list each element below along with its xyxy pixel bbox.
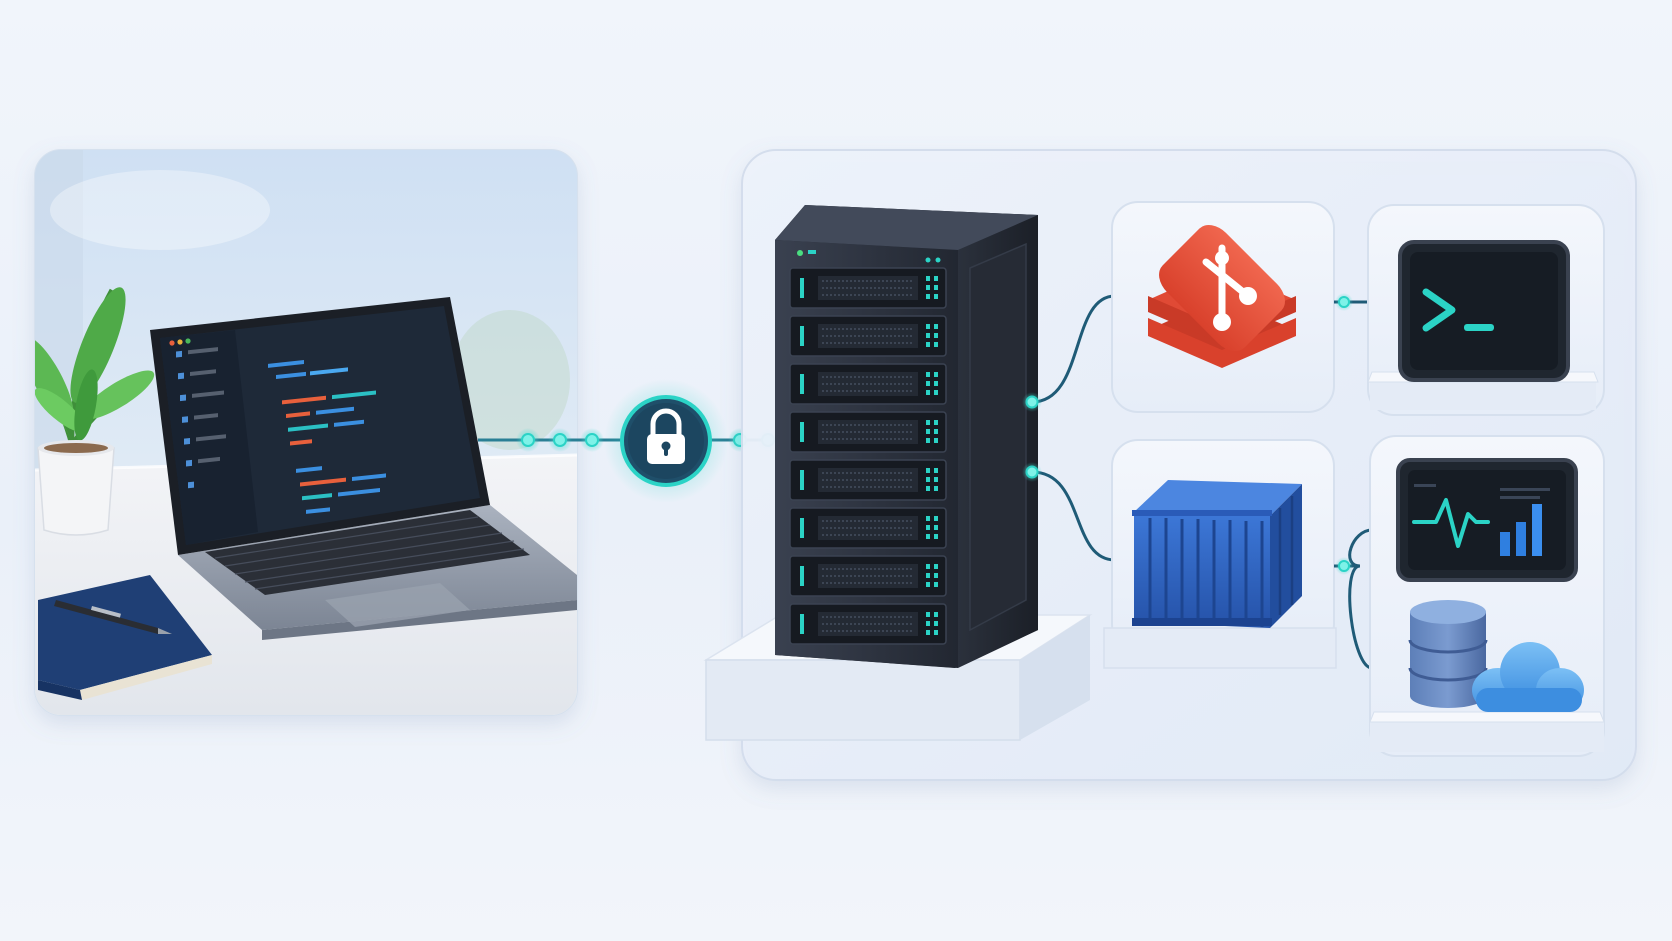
server-unit [789,363,947,405]
shipping-container-icon [1132,480,1302,628]
server-unit [789,603,947,645]
server-links [1031,294,1116,562]
server-unit [789,459,947,501]
padlock-icon [604,379,728,503]
server-unit [789,411,947,453]
plant-icon [35,287,155,536]
database-cloud-icon [1408,600,1584,712]
git-branch-icon [1148,225,1296,368]
workstation-scene [35,150,577,715]
terminal-prompt-icon [1398,240,1570,382]
code-lines [268,360,386,514]
monitoring-dashboard-icon [1396,458,1578,582]
server-unit [789,555,947,597]
notebook-icon [38,575,212,700]
server-unit [789,507,947,549]
pen-icon [54,600,172,634]
server-unit [789,315,947,357]
server-rack-icon [775,205,1038,668]
server-unit [789,267,947,309]
laptop-icon [150,297,577,640]
git-terminal-link [1334,293,1372,311]
